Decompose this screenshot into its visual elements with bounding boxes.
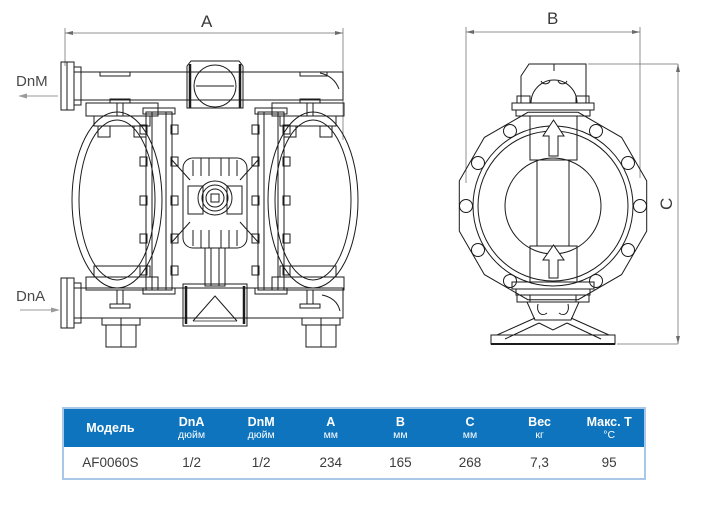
cell-model: AF0060S xyxy=(82,455,139,470)
discharge-port-circle xyxy=(193,64,237,108)
front-view-drawing: A DnM DnA xyxy=(16,12,359,348)
top-flange xyxy=(511,102,595,111)
col-header-weight: Вес кг xyxy=(505,409,575,447)
col-unit: мм xyxy=(323,429,338,442)
spec-table-header: Модель DnA дюйм DnM дюйм A мм B мм C мм … xyxy=(64,409,644,447)
bottom-bracket xyxy=(526,301,580,321)
col-label: C xyxy=(465,414,475,429)
col-header-c: C мм xyxy=(435,409,505,447)
cell-maxtemp: 95 xyxy=(601,455,617,470)
flow-arrow-up-bottom xyxy=(542,244,565,279)
suction-block xyxy=(182,283,248,327)
pump-drawings: A DnM DnA xyxy=(16,9,680,348)
table-row: AF0060S 1/2 1/2 234 165 268 7,3 95 xyxy=(64,447,644,478)
rail-bolts xyxy=(139,124,291,276)
diaphragm-chambers xyxy=(71,111,359,289)
cell-c: 268 xyxy=(458,455,482,470)
dim-a-label: A xyxy=(201,12,213,31)
cell-dnm: 1/2 xyxy=(251,455,271,470)
top-clamps xyxy=(85,98,345,138)
top-bracket xyxy=(520,63,587,103)
front-feet xyxy=(101,317,341,348)
col-header-dnm: DnM дюйм xyxy=(226,409,296,447)
col-label: DnA xyxy=(178,414,205,429)
col-header-b: B мм xyxy=(366,409,436,447)
bottom-manifold xyxy=(60,277,344,329)
flow-arrow-up-top xyxy=(542,119,565,157)
col-unit: мм xyxy=(462,429,478,442)
discharge-housing xyxy=(186,60,244,109)
dimension-b: B xyxy=(465,9,641,183)
top-tube xyxy=(529,115,578,161)
col-unit: кг xyxy=(535,429,544,442)
col-label: Вес xyxy=(528,414,551,429)
col-label: A xyxy=(326,414,336,429)
col-unit: дюйм xyxy=(247,429,275,442)
top-port xyxy=(511,63,595,161)
spec-table: Модель DnA дюйм DnM дюйм A мм B мм C мм … xyxy=(62,407,646,480)
clamp-rails xyxy=(139,107,291,295)
air-valve-body xyxy=(171,157,259,287)
dimension-c: C xyxy=(588,63,680,345)
col-header-a: A мм xyxy=(296,409,366,447)
col-header-maxtemp: Макс. Т °C xyxy=(574,409,644,447)
col-label: Макс. Т xyxy=(586,414,632,429)
col-unit: дюйм xyxy=(178,429,206,442)
side-view-drawing: B C xyxy=(458,9,680,345)
cell-weight: 7,3 xyxy=(530,455,549,470)
port-dna-callout: DnA xyxy=(16,288,60,313)
top-manifold xyxy=(60,60,344,111)
cell-a: 234 xyxy=(319,455,343,470)
cell-dna: 1/2 xyxy=(182,455,201,470)
dnm-arrow-icon xyxy=(18,93,27,99)
cell-b: 165 xyxy=(389,455,412,470)
dim-c-label: C xyxy=(657,198,676,210)
body-bolts xyxy=(459,124,647,288)
port-dnm-callout: DnM xyxy=(16,73,58,99)
dim-b-label: B xyxy=(547,9,558,28)
col-label: B xyxy=(395,414,405,429)
side-feet xyxy=(490,317,616,345)
col-label: Модель xyxy=(86,420,135,435)
col-label: DnM xyxy=(247,414,275,429)
col-header-dna: DnA дюйм xyxy=(157,409,227,447)
air-valve-hub xyxy=(197,180,233,216)
col-header-model: Модель xyxy=(64,409,157,447)
col-unit: °C xyxy=(603,429,616,442)
bottom-clamps xyxy=(85,265,345,309)
suction-chevron xyxy=(192,295,238,322)
dna-label: DnA xyxy=(16,288,45,305)
bottom-port xyxy=(511,244,595,321)
col-unit: мм xyxy=(393,429,408,442)
dnm-label: DnM xyxy=(16,73,48,90)
dna-arrow-icon xyxy=(51,307,60,313)
